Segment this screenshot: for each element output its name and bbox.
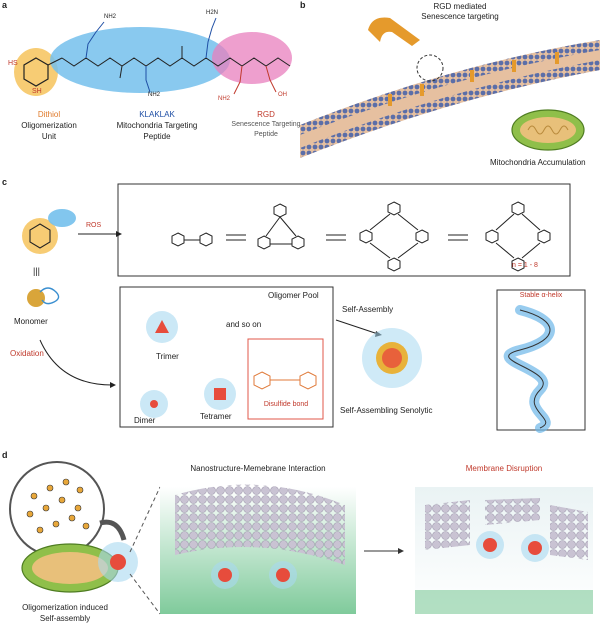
oligomer-pool-label: Oligomer Pool: [268, 291, 319, 300]
disulfide-bond-label: Disulfide bond: [263, 401, 309, 408]
disruption-title: Membrane Disruption: [465, 464, 543, 473]
peptide-backbone: [61, 57, 291, 67]
klaklak-title: KLAKLAK: [139, 110, 175, 119]
rgd-title: RGD: [257, 110, 275, 119]
rgd-mediated-line1: RGD mediated: [433, 2, 487, 11]
receptor-group: [388, 52, 559, 106]
stable-helix-label: Stable α-helix: [519, 292, 563, 299]
equilibrium-arrows: [226, 234, 468, 241]
membrane-inner-leaflet: [300, 60, 600, 158]
monomer-icon: [27, 289, 45, 307]
highlight-circle: [416, 54, 444, 82]
monomer-benzene-icon: [29, 223, 51, 249]
guanidine-label: NH2: [218, 96, 231, 102]
monomer-ring-highlight: [22, 218, 58, 254]
hs-label: HS: [8, 60, 18, 67]
panel-b-membrane: [300, 17, 600, 158]
tetramer-label: Tetramer: [200, 412, 232, 421]
membrane-outer-leaflet: [300, 40, 600, 135]
dithiol-title: Dithiol: [37, 110, 61, 119]
panel-a-label: a: [2, 0, 8, 10]
zoom-circle: [9, 461, 105, 557]
and-so-on-label: and so on: [226, 320, 262, 329]
nh2-top-label: NH2: [104, 14, 117, 20]
dithiol-highlight: [14, 48, 58, 96]
crystal-lattice-icon: [26, 478, 90, 534]
rgd-highlight: [212, 32, 292, 84]
integrin-receptor-icon: [368, 17, 420, 46]
disulfide-inset-box: [247, 338, 324, 420]
ros-label: ROS: [86, 222, 102, 229]
oxidation-label: Oxidation: [10, 349, 44, 358]
disulfide-structure: [253, 371, 317, 390]
monomer-label: Monomer: [14, 317, 48, 326]
trimer-label: Trimer: [156, 352, 179, 361]
sh-label: SH: [32, 88, 42, 95]
panel-a-structure: [14, 17, 292, 96]
panel-c-label: c: [2, 177, 8, 187]
panel-d-label: d: [2, 450, 8, 460]
klaklak-line2: Peptide: [143, 132, 171, 141]
rgd-mediated-line2: Senescence targeting: [421, 12, 499, 21]
self-assembly-label: Self-Assembly: [342, 305, 394, 314]
klaklak-line1: Mitochondria Targeting: [116, 121, 198, 130]
induced-line1: Oligomerization induced: [22, 603, 108, 612]
rgd-line1: Senescence Targeting: [231, 121, 301, 128]
n-range-label: n = 1 - 8: [512, 262, 538, 269]
dithiol-line1: Oligomerization: [21, 121, 77, 130]
macrocycle-structures: [171, 201, 551, 272]
oligomer-pool-box: [119, 286, 334, 428]
klaklak-highlight: [50, 27, 230, 93]
rgd-line2: Peptide: [254, 131, 278, 138]
dithiol-line2: Unit: [41, 132, 57, 141]
panel-c: [22, 183, 586, 433]
panel-d: [9, 461, 593, 615]
oligomer-blobs: [140, 311, 236, 418]
mito-accumulation-label: Mitochondria Accumulation: [490, 158, 586, 167]
macrocycle-box: [117, 183, 571, 277]
panel-b-label: b: [300, 0, 306, 10]
senolytic-label: Self-Assembling Senolytic: [340, 406, 433, 415]
h2n-label: H2N: [206, 10, 219, 16]
induced-line2: Self-assembly: [39, 614, 91, 623]
dimer-label: Dimer: [134, 416, 156, 425]
equivalence-label: |||: [33, 266, 41, 276]
oh-label: OH: [278, 92, 287, 98]
membrane-spheres-intact: [175, 484, 345, 565]
interaction-title: Nanostructure-Memebrane Interaction: [190, 464, 326, 473]
nh2-bottom-label: NH2: [148, 92, 161, 98]
oxidation-arrow: [39, 339, 113, 386]
peptide-blob: [48, 209, 76, 227]
